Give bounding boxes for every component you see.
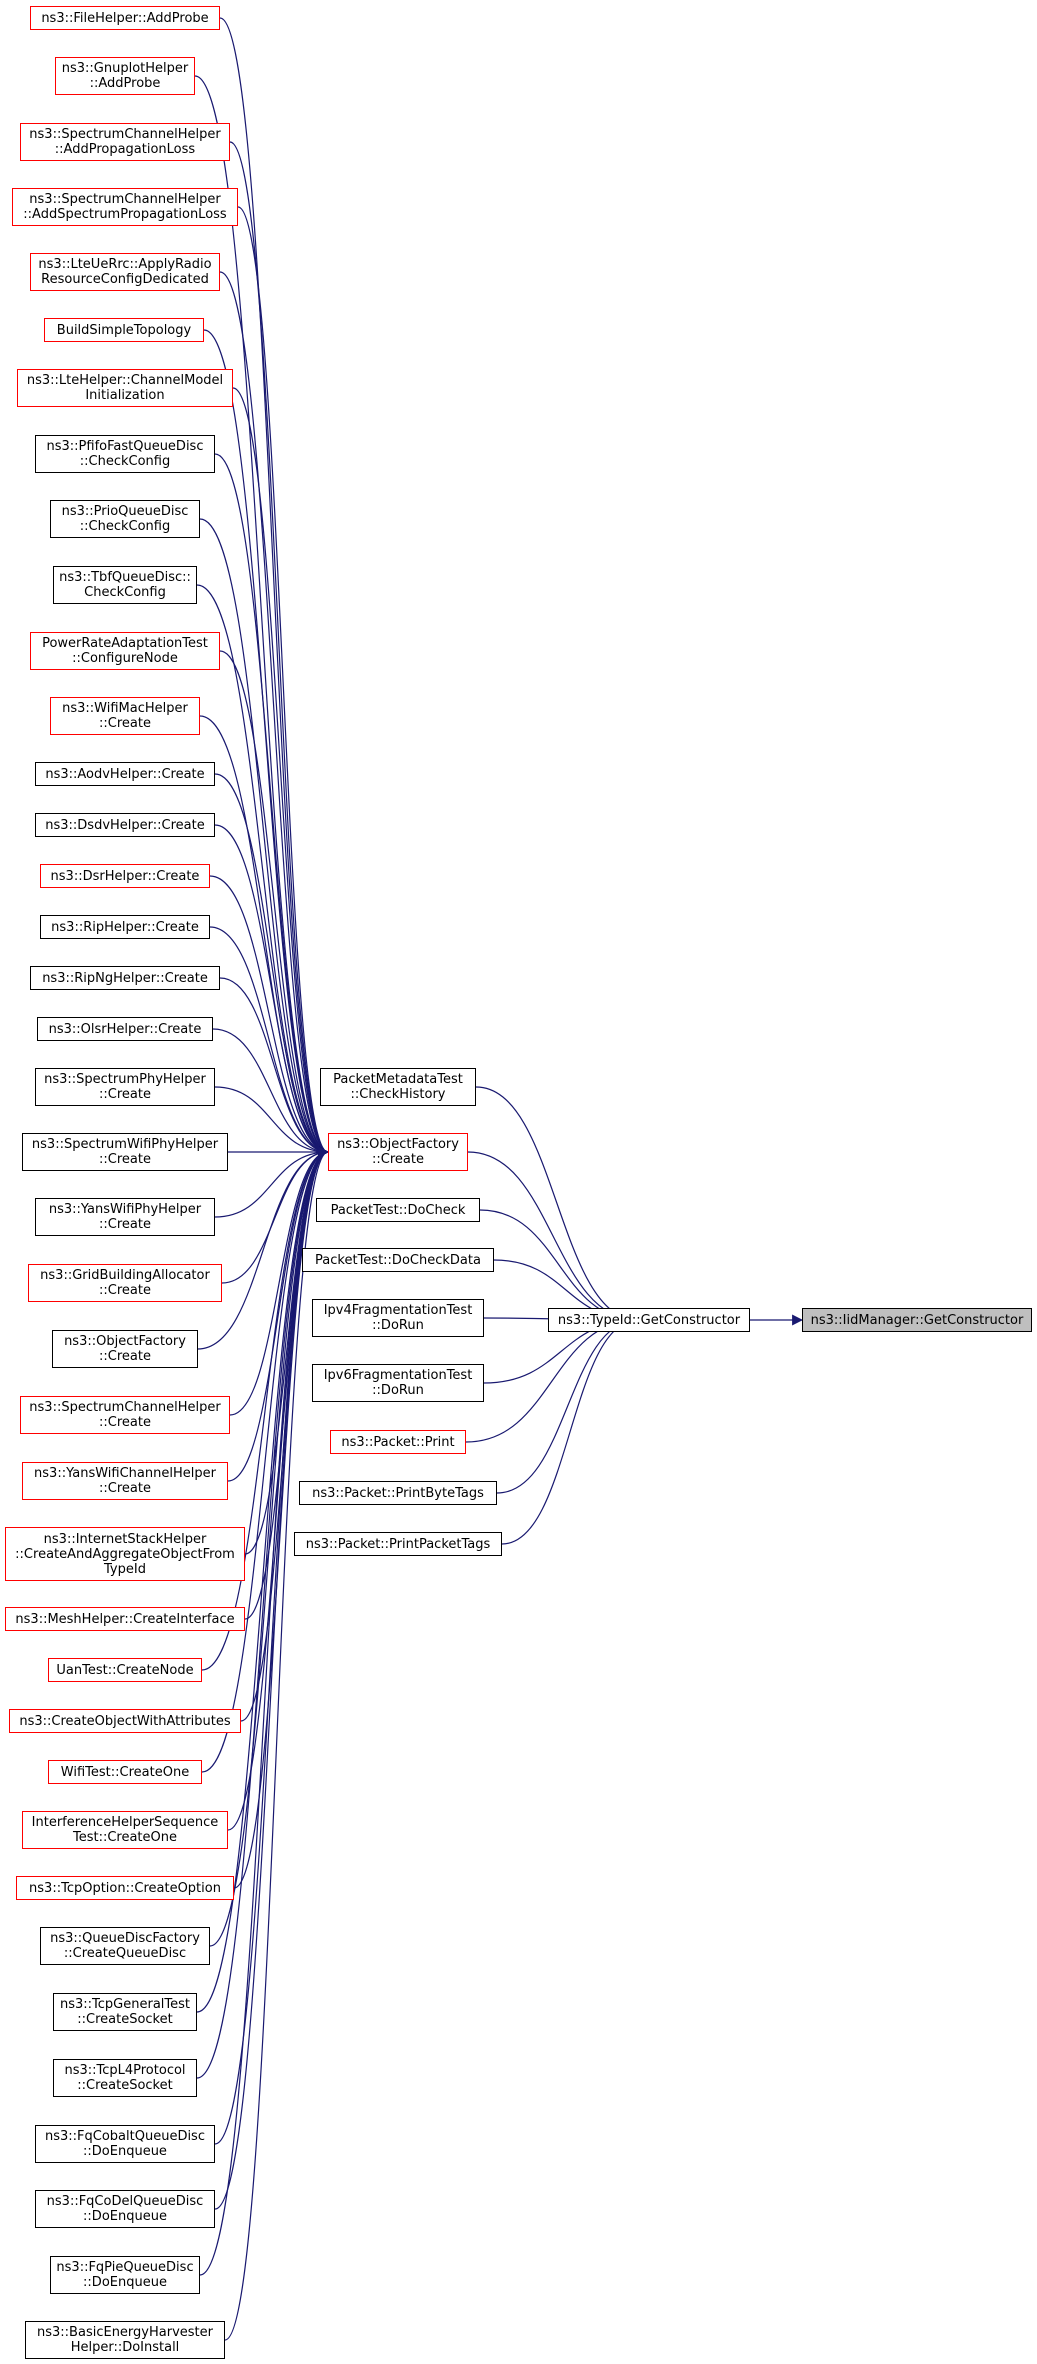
edge-powerrateadaptationtest-configurenode-to-objectfactory-create	[219, 650, 330, 1158]
node-objectfactory-create[interactable]: ns3::ObjectFactory ::Create	[328, 1133, 468, 1171]
node-yanswifiphyhelper-create[interactable]: ns3::YansWifiPhyHelper ::Create	[35, 1198, 215, 1236]
node-buildsimpletopology[interactable]: BuildSimpleTopology	[44, 318, 204, 342]
node-riphelper-create[interactable]: ns3::RipHelper::Create	[40, 915, 210, 939]
edge-tcpgeneraltest-createsocket-to-objectfactory-create	[196, 1146, 330, 2013]
node-ipv6fragmentationtest-dorun[interactable]: Ipv6FragmentationTest ::DoRun	[312, 1364, 484, 1402]
node-queuediscfactory-createqueuedisc[interactable]: ns3::QueueDiscFactory ::CreateQueueDisc	[40, 1927, 210, 1965]
node-gnuplothelper-addprobe[interactable]: ns3::GnuplotHelper ::AddProbe	[55, 57, 195, 95]
node-gridbuildingallocator-create[interactable]: ns3::GridBuildingAllocator ::Create	[28, 1264, 222, 1302]
node-ltehelper-channelmodelinit[interactable]: ns3::LteHelper::ChannelModel Initializat…	[17, 369, 233, 407]
edge-objectfactory-create-to-typeid-getconstructor	[467, 1151, 640, 1326]
edge-spectrumchannel-addpropagationloss-to-objectfactory-create	[229, 141, 330, 1158]
edge-pfifofastqueuedisc-checkconfig-to-objectfactory-create	[214, 453, 330, 1158]
node-wifitest-createone[interactable]: WifiTest::CreateOne	[48, 1760, 202, 1784]
edge-ripnghelper-create-to-objectfactory-create	[219, 977, 330, 1158]
edge-fqcodelqueuedisc-doenqueue-to-objectfactory-create	[214, 1146, 330, 2210]
node-ipv4fragmentationtest-dorun[interactable]: Ipv4FragmentationTest ::DoRun	[312, 1299, 484, 1337]
edge-packettest-docheck-to-typeid-getconstructor	[479, 1209, 640, 1326]
node-olsrhelper-create[interactable]: ns3::OlsrHelper::Create	[37, 1017, 213, 1041]
node-yanswifichannelhelper-create[interactable]: ns3::YansWifiChannelHelper ::Create	[22, 1462, 228, 1500]
node-prioqueuedisc-checkconfig[interactable]: ns3::PrioQueueDisc ::CheckConfig	[50, 500, 200, 538]
node-fqcobaltqueuedisc-doenqueue[interactable]: ns3::FqCobaltQueueDisc ::DoEnqueue	[35, 2125, 215, 2163]
edge-gnuplothelper-addprobe-to-objectfactory-create	[194, 75, 330, 1158]
node-tcpgeneraltest-createsocket[interactable]: ns3::TcpGeneralTest ::CreateSocket	[53, 1993, 197, 2031]
node-filehelper-addprobe[interactable]: ns3::FileHelper::AddProbe	[30, 6, 220, 30]
edge-ltehelper-channelmodelinit-to-objectfactory-create	[232, 387, 330, 1158]
node-pfifofastqueuedisc-checkconfig[interactable]: ns3::PfifoFastQueueDisc ::CheckConfig	[35, 435, 215, 473]
node-spectrumwifiphyhelper-create[interactable]: ns3::SpectrumWifiPhyHelper ::Create	[22, 1133, 228, 1171]
edge-lteuerrc-applyradioresourceconfig-to-objectfactory-create	[219, 271, 330, 1158]
node-meshhelper-createinterface[interactable]: ns3::MeshHelper::CreateInterface	[5, 1607, 245, 1631]
node-spectrumchannel-addpropagationloss[interactable]: ns3::SpectrumChannelHelper ::AddPropagat…	[20, 123, 230, 161]
node-spectrumphyhelper-create[interactable]: ns3::SpectrumPhyHelper ::Create	[35, 1068, 215, 1106]
node-internetstackhelper-createandaggregate[interactable]: ns3::InternetStackHelper ::CreateAndAggr…	[5, 1527, 245, 1581]
edge-spectrumchannel-addspectrumpropagationloss-to-objectfactory-create	[237, 206, 330, 1158]
node-interferencehelpersequencetest-createone[interactable]: InterferenceHelperSequence Test::CreateO…	[22, 1811, 228, 1849]
node-typeid-getconstructor[interactable]: ns3::TypeId::GetConstructor	[548, 1308, 750, 1332]
edge-dsrhelper-create-to-objectfactory-create	[209, 875, 330, 1158]
node-packet-print[interactable]: ns3::Packet::Print	[330, 1430, 466, 1454]
node-lteuerrc-applyradioresourceconfig[interactable]: ns3::LteUeRrc::ApplyRadio ResourceConfig…	[30, 253, 220, 291]
edge-fqcobaltqueuedisc-doenqueue-to-objectfactory-create	[214, 1146, 330, 2145]
edge-dsdvhelper-create-to-objectfactory-create	[214, 824, 330, 1158]
node-aodvhelper-create[interactable]: ns3::AodvHelper::Create	[35, 762, 215, 786]
node-tbfqueuedisc-checkconfig[interactable]: ns3::TbfQueueDisc:: CheckConfig	[53, 566, 197, 604]
edge-yanswifiphyhelper-create-to-objectfactory-create	[214, 1146, 330, 1218]
node-packettest-docheckdata[interactable]: PacketTest::DoCheckData	[302, 1248, 494, 1272]
node-tcpl4protocol-createsocket[interactable]: ns3::TcpL4Protocol ::CreateSocket	[53, 2059, 197, 2097]
node-packettest-docheck[interactable]: PacketTest::DoCheck	[316, 1198, 480, 1222]
edge-tcpl4protocol-createsocket-to-objectfactory-create	[196, 1146, 330, 2079]
node-objectfactory-create-2[interactable]: ns3::ObjectFactory ::Create	[52, 1330, 198, 1368]
node-fqpiequeuedisc-doenqueue[interactable]: ns3::FqPieQueueDisc ::DoEnqueue	[50, 2256, 200, 2294]
edge-packet-printpackettags-to-typeid-getconstructor	[501, 1314, 640, 1545]
node-uantest-createnode[interactable]: UanTest::CreateNode	[48, 1658, 202, 1682]
node-spectrumchannelhelper-create[interactable]: ns3::SpectrumChannelHelper ::Create	[20, 1396, 230, 1434]
node-fqcodelqueuedisc-doenqueue[interactable]: ns3::FqCoDelQueueDisc ::DoEnqueue	[35, 2190, 215, 2228]
node-basicenergyharvesterhelper-doinstall[interactable]: ns3::BasicEnergyHarvester Helper::DoInst…	[25, 2321, 225, 2359]
edge-riphelper-create-to-objectfactory-create	[209, 926, 330, 1158]
edge-uantest-createnode-to-objectfactory-create	[201, 1146, 330, 1671]
node-tcpoption-createoption[interactable]: ns3::TcpOption::CreateOption	[16, 1876, 234, 1900]
node-packetmetadatatest-checkhistory[interactable]: PacketMetadataTest ::CheckHistory	[320, 1068, 476, 1106]
node-powerrateadaptationtest-configurenode[interactable]: PowerRateAdaptationTest ::ConfigureNode	[30, 632, 220, 670]
edge-fqpiequeuedisc-doenqueue-to-objectfactory-create	[199, 1146, 330, 2276]
node-ripnghelper-create[interactable]: ns3::RipNgHelper::Create	[30, 966, 220, 990]
node-packet-printpackettags[interactable]: ns3::Packet::PrintPacketTags	[294, 1532, 502, 1556]
edge-spectrumchannelhelper-create-to-objectfactory-create	[229, 1146, 330, 1416]
edge-packetmetadatatest-checkhistory-to-typeid-getconstructor	[475, 1086, 640, 1326]
edge-aodvhelper-create-to-objectfactory-create	[214, 773, 330, 1158]
node-wifimachelper-create[interactable]: ns3::WifiMacHelper ::Create	[50, 697, 200, 735]
edge-packet-print-to-typeid-getconstructor	[465, 1314, 640, 1443]
node-spectrumchannel-addspectrumpropagationloss[interactable]: ns3::SpectrumChannelHelper ::AddSpectrum…	[12, 188, 238, 226]
node-createobjectwithattributes[interactable]: ns3::CreateObjectWithAttributes	[9, 1709, 241, 1733]
edge-objectfactory-create-2-to-objectfactory-create	[197, 1146, 330, 1350]
node-dsrhelper-create[interactable]: ns3::DsrHelper::Create	[40, 864, 210, 888]
node-packet-printbytetags[interactable]: ns3::Packet::PrintByteTags	[299, 1481, 497, 1505]
edge-filehelper-addprobe-to-objectfactory-create	[219, 17, 330, 1158]
edge-tbfqueuedisc-checkconfig-to-objectfactory-create	[196, 584, 330, 1158]
edge-basicenergyharvesterhelper-doinstall-to-objectfactory-create	[224, 1146, 330, 2341]
node-dsdvhelper-create[interactable]: ns3::DsdvHelper::Create	[35, 813, 215, 837]
node-iidmanager-getconstructor: ns3::IidManager::GetConstructor	[802, 1308, 1032, 1332]
edge-prioqueuedisc-checkconfig-to-objectfactory-create	[199, 518, 330, 1158]
edge-olsrhelper-create-to-objectfactory-create	[212, 1028, 330, 1158]
edge-spectrumphyhelper-create-to-objectfactory-create	[214, 1086, 330, 1158]
edge-wifitest-createone-to-objectfactory-create	[201, 1146, 330, 1773]
